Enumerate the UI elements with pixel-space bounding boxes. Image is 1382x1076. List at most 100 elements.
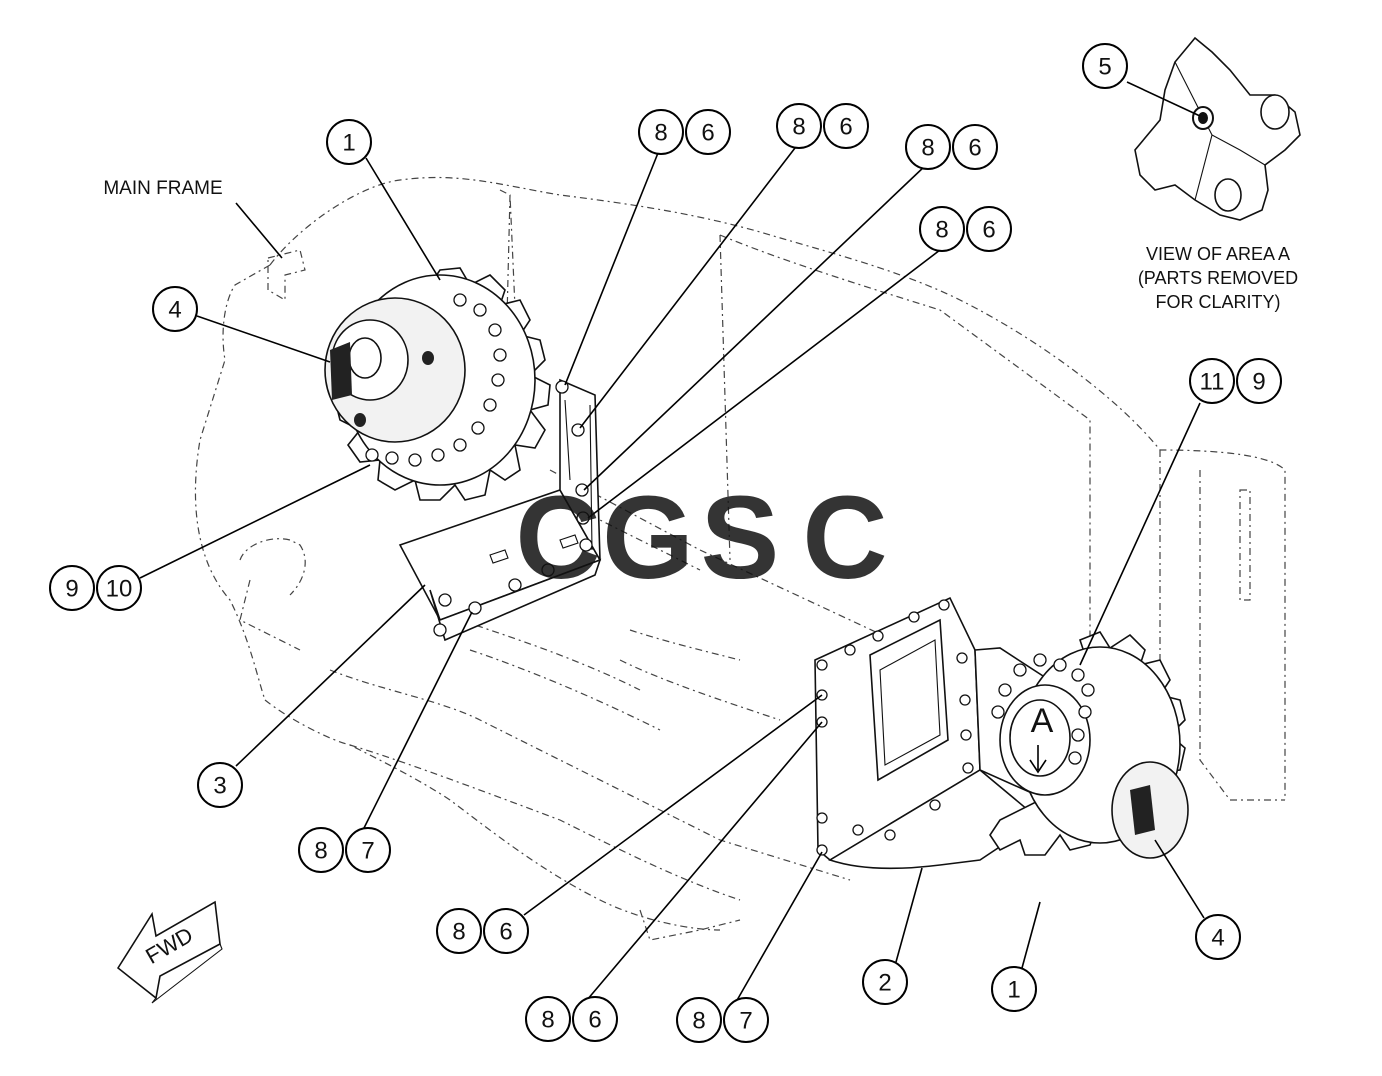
callout-c8-6-a-part-0: 8: [638, 109, 684, 155]
callout-circle: [919, 206, 965, 252]
main-frame-label: MAIN FRAME: [103, 178, 222, 199]
callout-circle: [685, 109, 731, 155]
callout-c8-6-b-part-1: 6: [823, 103, 869, 149]
callout-number: 8: [541, 1007, 554, 1034]
callout-number: 6: [839, 114, 852, 141]
callout-number: 4: [168, 297, 181, 324]
callout-circle: [525, 996, 571, 1042]
callout-circle: [1082, 43, 1128, 89]
callout-c8-6-f-part-1: 6: [572, 996, 618, 1042]
area-a-inset-view: VIEW OF AREA A (PARTS REMOVED FOR CLARIT…: [1134, 36, 1301, 312]
callout-c8-6-c-part-1: 6: [952, 124, 998, 170]
callout-c8-6-f-part-0: 8: [525, 996, 571, 1042]
callout-number: 1: [1007, 977, 1020, 1004]
left-sprocket-assembly: [324, 267, 551, 501]
right-bracket-bolts: [816, 599, 974, 856]
callout-number: 8: [452, 919, 465, 946]
callout-c5-part-0: 5: [1082, 43, 1128, 89]
callout-circle: [776, 103, 822, 149]
callout-c8-7-left-part-1: 7: [345, 827, 391, 873]
callout-number: 7: [739, 1008, 752, 1035]
callout-c8-6-d-part-0: 8: [919, 206, 965, 252]
main-frame-leader: [235, 202, 283, 259]
right-sprocket-bolts: [991, 653, 1095, 765]
callout-number: 11: [1200, 369, 1225, 396]
right-sprocket-assembly: [989, 631, 1189, 859]
callout-c11-9-part-1: 9: [1236, 358, 1282, 404]
callout-c8-6-a-part-1: 6: [685, 109, 731, 155]
callout-c8-6-b-part-0: 8: [776, 103, 822, 149]
callout-number: 7: [361, 838, 374, 865]
callout-c8-7-left-part-0: 8: [298, 827, 344, 873]
callout-c8-6-e-part-0: 8: [436, 908, 482, 954]
callout-c8-6-e-part-1: 6: [483, 908, 529, 954]
callout-c2-part-0: 2: [862, 959, 908, 1005]
main-frame-outline: [194, 176, 1286, 941]
callout-number: 6: [982, 217, 995, 244]
leader-lines: [139, 81, 1205, 1003]
callout-number: 6: [701, 120, 714, 147]
callout-c9-10-part-0: 9: [49, 565, 95, 611]
callout-number: 3: [213, 773, 226, 800]
callout-c11-9-part-0: 11: [1189, 358, 1235, 404]
callout-c1-top-part-0: 1: [326, 119, 372, 165]
callout-number: 8: [935, 217, 948, 244]
callout-c4-right-part-0: 4: [1195, 914, 1241, 960]
callout-number: 8: [314, 838, 327, 865]
callout-number: 6: [499, 919, 512, 946]
callout-number: 8: [921, 135, 934, 162]
callout-number: 5: [1098, 54, 1111, 81]
callout-circle: [991, 966, 1037, 1012]
callout-c8-6-d-part-1: 6: [966, 206, 1012, 252]
view-caption-line1: VIEW OF AREA A: [1146, 244, 1290, 264]
callout-circle: [676, 997, 722, 1043]
callout-c1-bottom-part-0: 1: [991, 966, 1037, 1012]
callout-circle: [572, 996, 618, 1042]
callout-number: 8: [654, 120, 667, 147]
callout-circle: [966, 206, 1012, 252]
area-a-arrow: [1029, 745, 1047, 774]
callout-circle: [298, 827, 344, 873]
callout-circle: [823, 103, 869, 149]
callout-c3-part-0: 3: [197, 762, 243, 808]
callout-circle: [152, 286, 198, 332]
left-sprocket-bolts: [365, 293, 507, 467]
fwd-arrow: FWD: [116, 900, 223, 1004]
view-caption-line2: (PARTS REMOVED: [1138, 268, 1298, 288]
callout-circle: [1189, 358, 1235, 404]
callout-c9-10-part-1: 10: [96, 565, 142, 611]
callout-circle: [905, 124, 951, 170]
callout-number: 8: [792, 114, 805, 141]
callout-circle: [197, 762, 243, 808]
callout-circle: [49, 565, 95, 611]
watermark-letter-c2: C: [802, 472, 887, 604]
view-caption-line3: FOR CLARITY): [1155, 292, 1280, 312]
callout-circle: [326, 119, 372, 165]
callout-number: 10: [106, 576, 133, 603]
callout-number: 6: [588, 1007, 601, 1034]
callout-number: 6: [968, 135, 981, 162]
callout-number: 4: [1211, 925, 1224, 952]
watermark-letter-c1: C: [515, 472, 600, 604]
callout-circle: [638, 109, 684, 155]
callout-number: 9: [1252, 369, 1265, 396]
callout-circle: [1195, 914, 1241, 960]
left-mount-bracket: [398, 378, 602, 642]
callout-c4-left-part-0: 4: [152, 286, 198, 332]
callout-circle: [1236, 358, 1282, 404]
callout-circle: [345, 827, 391, 873]
callout-c8-7-bottom-part-0: 8: [676, 997, 722, 1043]
callout-circle: [96, 565, 142, 611]
callout-number: 1: [342, 130, 355, 157]
callout-circle: [436, 908, 482, 954]
callout-circle: [952, 124, 998, 170]
watermark: C G S C: [515, 472, 887, 604]
callout-number: 2: [878, 970, 891, 997]
callout-circle: [723, 997, 769, 1043]
callout-number: 9: [65, 576, 78, 603]
callout-c8-6-c-part-0: 8: [905, 124, 951, 170]
watermark-letter-g: G: [602, 472, 694, 604]
